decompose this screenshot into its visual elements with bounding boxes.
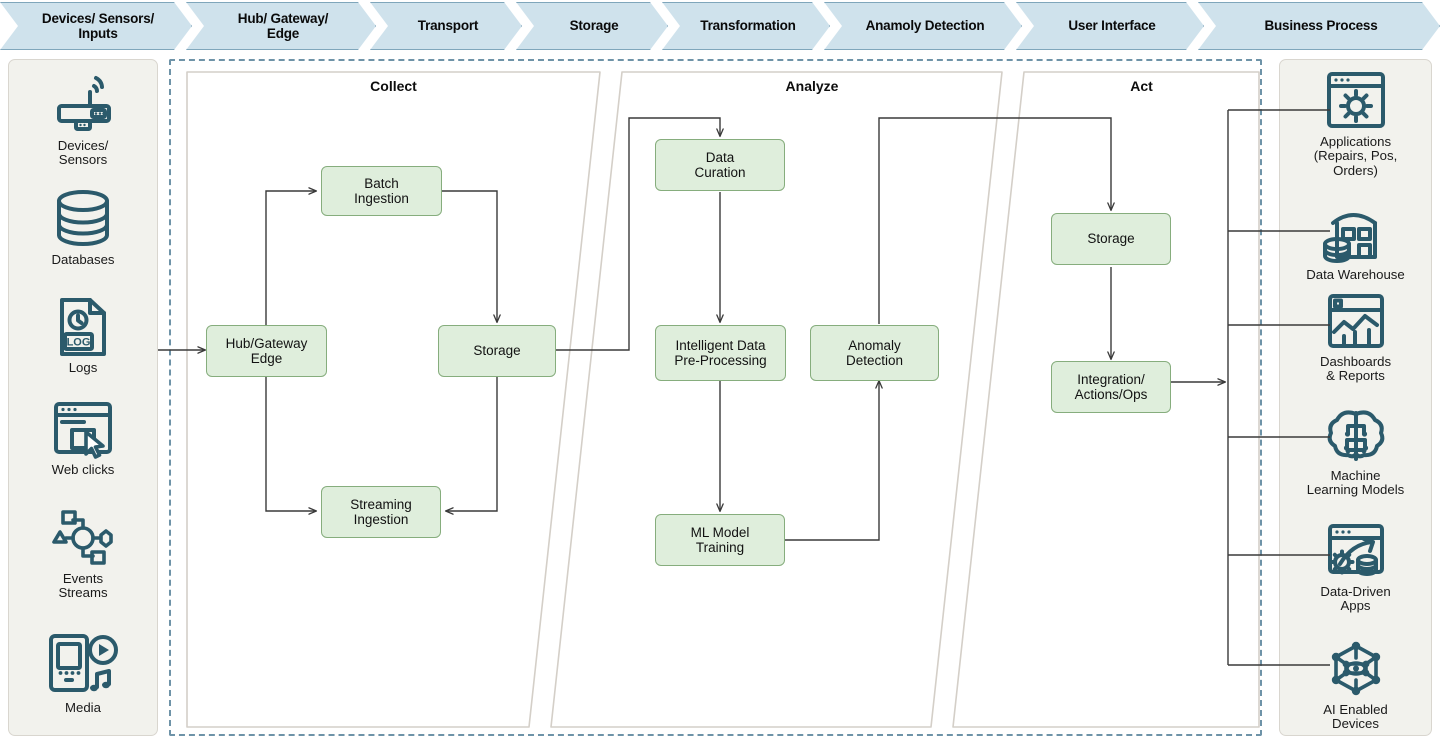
brain-circuit-icon — [1327, 410, 1384, 461]
database-cylinder-icon — [57, 190, 109, 246]
source-label: Media — [65, 700, 101, 715]
source-label: Devices/ Sensors — [57, 138, 109, 168]
outcome-label: Data Warehouse — [1306, 267, 1405, 282]
chevron-label-line1: Transformation — [700, 18, 796, 34]
chevron-label-line1: Transport — [417, 18, 479, 34]
chevron-hub-gateway-edge[interactable]: Hub/ Gateway/Edge — [186, 2, 376, 50]
outcome-label: Dashboards & Reports — [1319, 354, 1392, 384]
chevron-transformation[interactable]: Transformation — [662, 2, 830, 50]
web-click-cursor-icon — [54, 402, 112, 459]
node-collect-storage[interactable]: Storage — [438, 325, 556, 377]
outcome-item-ai-enabled-devices[interactable]: AI Enabled Devices — [1280, 638, 1431, 732]
source-label: Web clicks — [51, 462, 115, 477]
chevron-label-line2: Inputs — [78, 26, 118, 41]
stage-title-act: Act — [1130, 78, 1153, 94]
source-item-events-streams[interactable]: Events Streams — [9, 507, 157, 601]
source-label: Events Streams — [58, 571, 108, 601]
chevron-transport[interactable]: Transport — [370, 2, 522, 50]
outcome-item-machine-learning-models[interactable]: Machine Learning Models — [1280, 406, 1431, 498]
outcome-label: Machine Learning Models — [1306, 468, 1405, 498]
ai-network-eye-icon — [1331, 641, 1380, 696]
pipeline-stage-banner: Devices/ Sensors/Inputs Hub/ Gateway/Edg… — [0, 0, 1440, 52]
chevron-label-line1: User Interface — [1068, 18, 1156, 34]
outcome-item-data-warehouse[interactable]: Data Warehouse — [1280, 205, 1431, 282]
outcome-item-data-driven-apps[interactable]: Data-Driven Apps — [1280, 522, 1431, 614]
source-item-logs[interactable]: LOG Logs — [9, 296, 157, 375]
chevron-label-line1: Anamoly Detection — [865, 18, 985, 34]
node-anomaly-detection[interactable]: Anomaly Detection — [810, 325, 939, 381]
source-item-web-clicks[interactable]: Web clicks — [9, 400, 157, 477]
chevron-label-line2: Edge — [266, 26, 300, 41]
outcome-item-applications[interactable]: Applications (Repairs, Pos, Orders) — [1280, 70, 1431, 178]
data-sources-panel: Devices/ Sensors Databases — [8, 59, 158, 736]
node-data-curation[interactable]: Data Curation — [655, 139, 785, 191]
chevron-anamoly-detection[interactable]: Anamoly Detection — [824, 2, 1022, 50]
outcome-item-dashboards-reports[interactable]: Dashboards & Reports — [1280, 292, 1431, 384]
node-intelligent-data-pre-processing[interactable]: Intelligent Data Pre-Processing — [655, 325, 786, 381]
application-gear-window-icon — [1326, 72, 1385, 128]
svg-text:LOG: LOG — [67, 337, 91, 349]
data-warehouse-icon — [1322, 213, 1377, 263]
outcome-label: Applications (Repairs, Pos, Orders) — [1313, 134, 1398, 178]
node-hub-gateway-edge[interactable]: Hub/Gateway Edge — [206, 325, 327, 377]
source-item-media[interactable]: Media — [9, 632, 157, 715]
dashboard-chart-icon — [1327, 294, 1384, 348]
node-batch-ingestion[interactable]: Batch Ingestion — [321, 166, 442, 216]
stage-title-analyze: Analyze — [785, 78, 839, 94]
event-stream-nodes-icon — [52, 510, 113, 565]
node-integration-actions-ops[interactable]: Integration/ Actions/Ops — [1051, 361, 1171, 413]
chevron-label-line1: Hub/ Gateway/ — [237, 10, 329, 26]
log-file-icon: LOG — [60, 298, 106, 356]
chevron-label-line1: Business Process — [1264, 18, 1378, 34]
outcome-label: AI Enabled Devices — [1323, 702, 1388, 732]
business-outcomes-panel: Applications (Repairs, Pos, Orders) — [1279, 59, 1432, 736]
outcome-label: Data-Driven Apps — [1320, 584, 1391, 614]
node-streaming-ingestion[interactable]: Streaming Ingestion — [321, 486, 441, 538]
source-item-devices-sensors[interactable]: Devices/ Sensors — [9, 74, 157, 168]
data-driven-app-icon — [1327, 524, 1384, 576]
chevron-user-interface[interactable]: User Interface — [1016, 2, 1204, 50]
chevron-label-line1: Storage — [569, 18, 619, 34]
chevron-storage[interactable]: Storage — [516, 2, 668, 50]
node-act-storage[interactable]: Storage — [1051, 213, 1171, 265]
node-ml-model-training[interactable]: ML Model Training — [655, 514, 785, 566]
platform-boundary — [169, 59, 1262, 736]
source-item-databases[interactable]: Databases — [9, 188, 157, 267]
chevron-devices-sensors-inputs[interactable]: Devices/ Sensors/Inputs — [0, 2, 192, 50]
router-antenna-icon — [57, 76, 111, 131]
media-player-icon — [49, 634, 118, 692]
source-label: Logs — [68, 360, 98, 375]
stage-title-collect: Collect — [370, 78, 417, 94]
chevron-label-line1: Devices/ Sensors/ — [41, 10, 155, 26]
chevron-business-process[interactable]: Business Process — [1198, 2, 1440, 50]
source-label: Databases — [51, 252, 115, 267]
